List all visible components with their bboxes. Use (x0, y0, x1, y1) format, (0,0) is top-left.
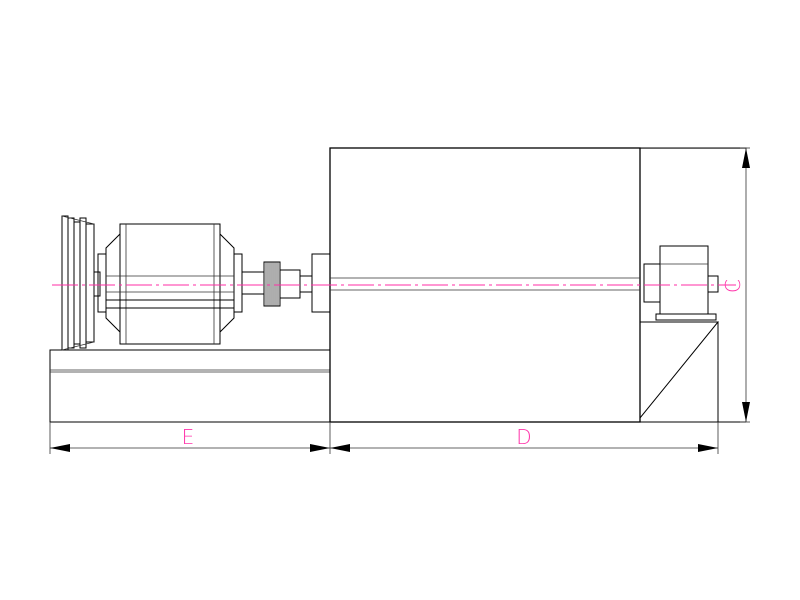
dimension-e-label: E (182, 425, 195, 449)
dimension-e: E (49, 422, 331, 454)
dimension-d-label: D (516, 425, 531, 449)
coupling (241, 253, 331, 313)
dimension-c-label: C (721, 279, 745, 293)
motor (97, 223, 243, 345)
pulley (61, 215, 101, 351)
dimension-d: D (330, 422, 719, 454)
dimension-c: C (721, 147, 750, 423)
base-frame (49, 349, 331, 423)
